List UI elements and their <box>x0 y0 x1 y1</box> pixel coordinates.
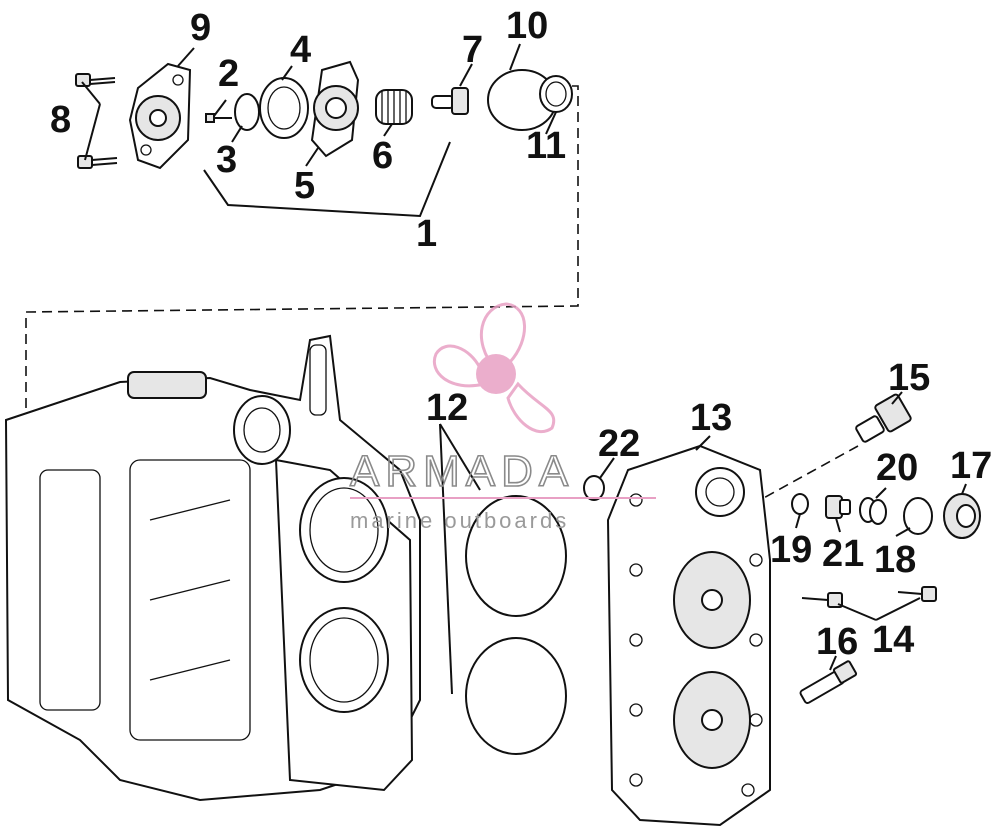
cylinder-block <box>4 334 421 802</box>
callout-5: 5 <box>294 165 315 207</box>
callout-17: 17 <box>950 445 992 487</box>
callout-9: 9 <box>190 7 211 49</box>
callout-8: 8 <box>50 99 71 141</box>
callout-12: 12 <box>426 387 468 429</box>
callout-19: 19 <box>770 529 812 571</box>
spring-6 <box>375 89 413 125</box>
o-ring-18 <box>903 497 933 535</box>
callout-14: 14 <box>872 619 914 661</box>
cap-17 <box>943 493 981 539</box>
callout-10: 10 <box>506 5 548 47</box>
bolt-14-right <box>897 586 937 602</box>
washer-3 <box>234 93 260 131</box>
diaphragm-4 <box>259 77 309 139</box>
spark-plug-16 <box>799 660 858 704</box>
bolt-8-upper <box>75 73 116 87</box>
housing-5 <box>310 60 360 158</box>
watermark-title: ARMADA <box>350 447 574 496</box>
bolt-14-left <box>801 592 843 608</box>
cylinder-head-13 <box>606 444 771 827</box>
callout-4: 4 <box>290 29 311 71</box>
callout-3: 3 <box>216 139 237 181</box>
callout-18: 18 <box>874 539 916 581</box>
callout-1: 1 <box>416 213 437 255</box>
propeller-logo-icon <box>432 302 556 434</box>
thermostat-7 <box>431 87 469 115</box>
sensor-15 <box>855 393 912 443</box>
watermark-subtitle: marine outboards <box>350 508 569 533</box>
grommet-11 <box>539 75 573 113</box>
callout-6: 6 <box>372 135 393 177</box>
callout-16: 16 <box>816 621 858 663</box>
o-ring-22 <box>583 475 605 501</box>
head-gasket-lower <box>465 637 567 755</box>
spring-20 <box>859 497 887 525</box>
callout-7: 7 <box>462 29 483 71</box>
callout-20: 20 <box>876 447 918 489</box>
head-gasket-upper <box>465 495 567 617</box>
screw-2 <box>205 113 232 123</box>
callout-11: 11 <box>526 125 566 167</box>
callout-22: 22 <box>598 423 640 465</box>
thermostat-cover-9 <box>128 62 192 170</box>
valve-21 <box>825 495 851 519</box>
callout-13: 13 <box>690 397 732 439</box>
callout-2: 2 <box>218 53 239 95</box>
callout-15: 15 <box>888 357 930 399</box>
washer-19 <box>791 493 809 515</box>
bolt-8-lower <box>77 155 118 169</box>
callout-21: 21 <box>822 533 864 575</box>
